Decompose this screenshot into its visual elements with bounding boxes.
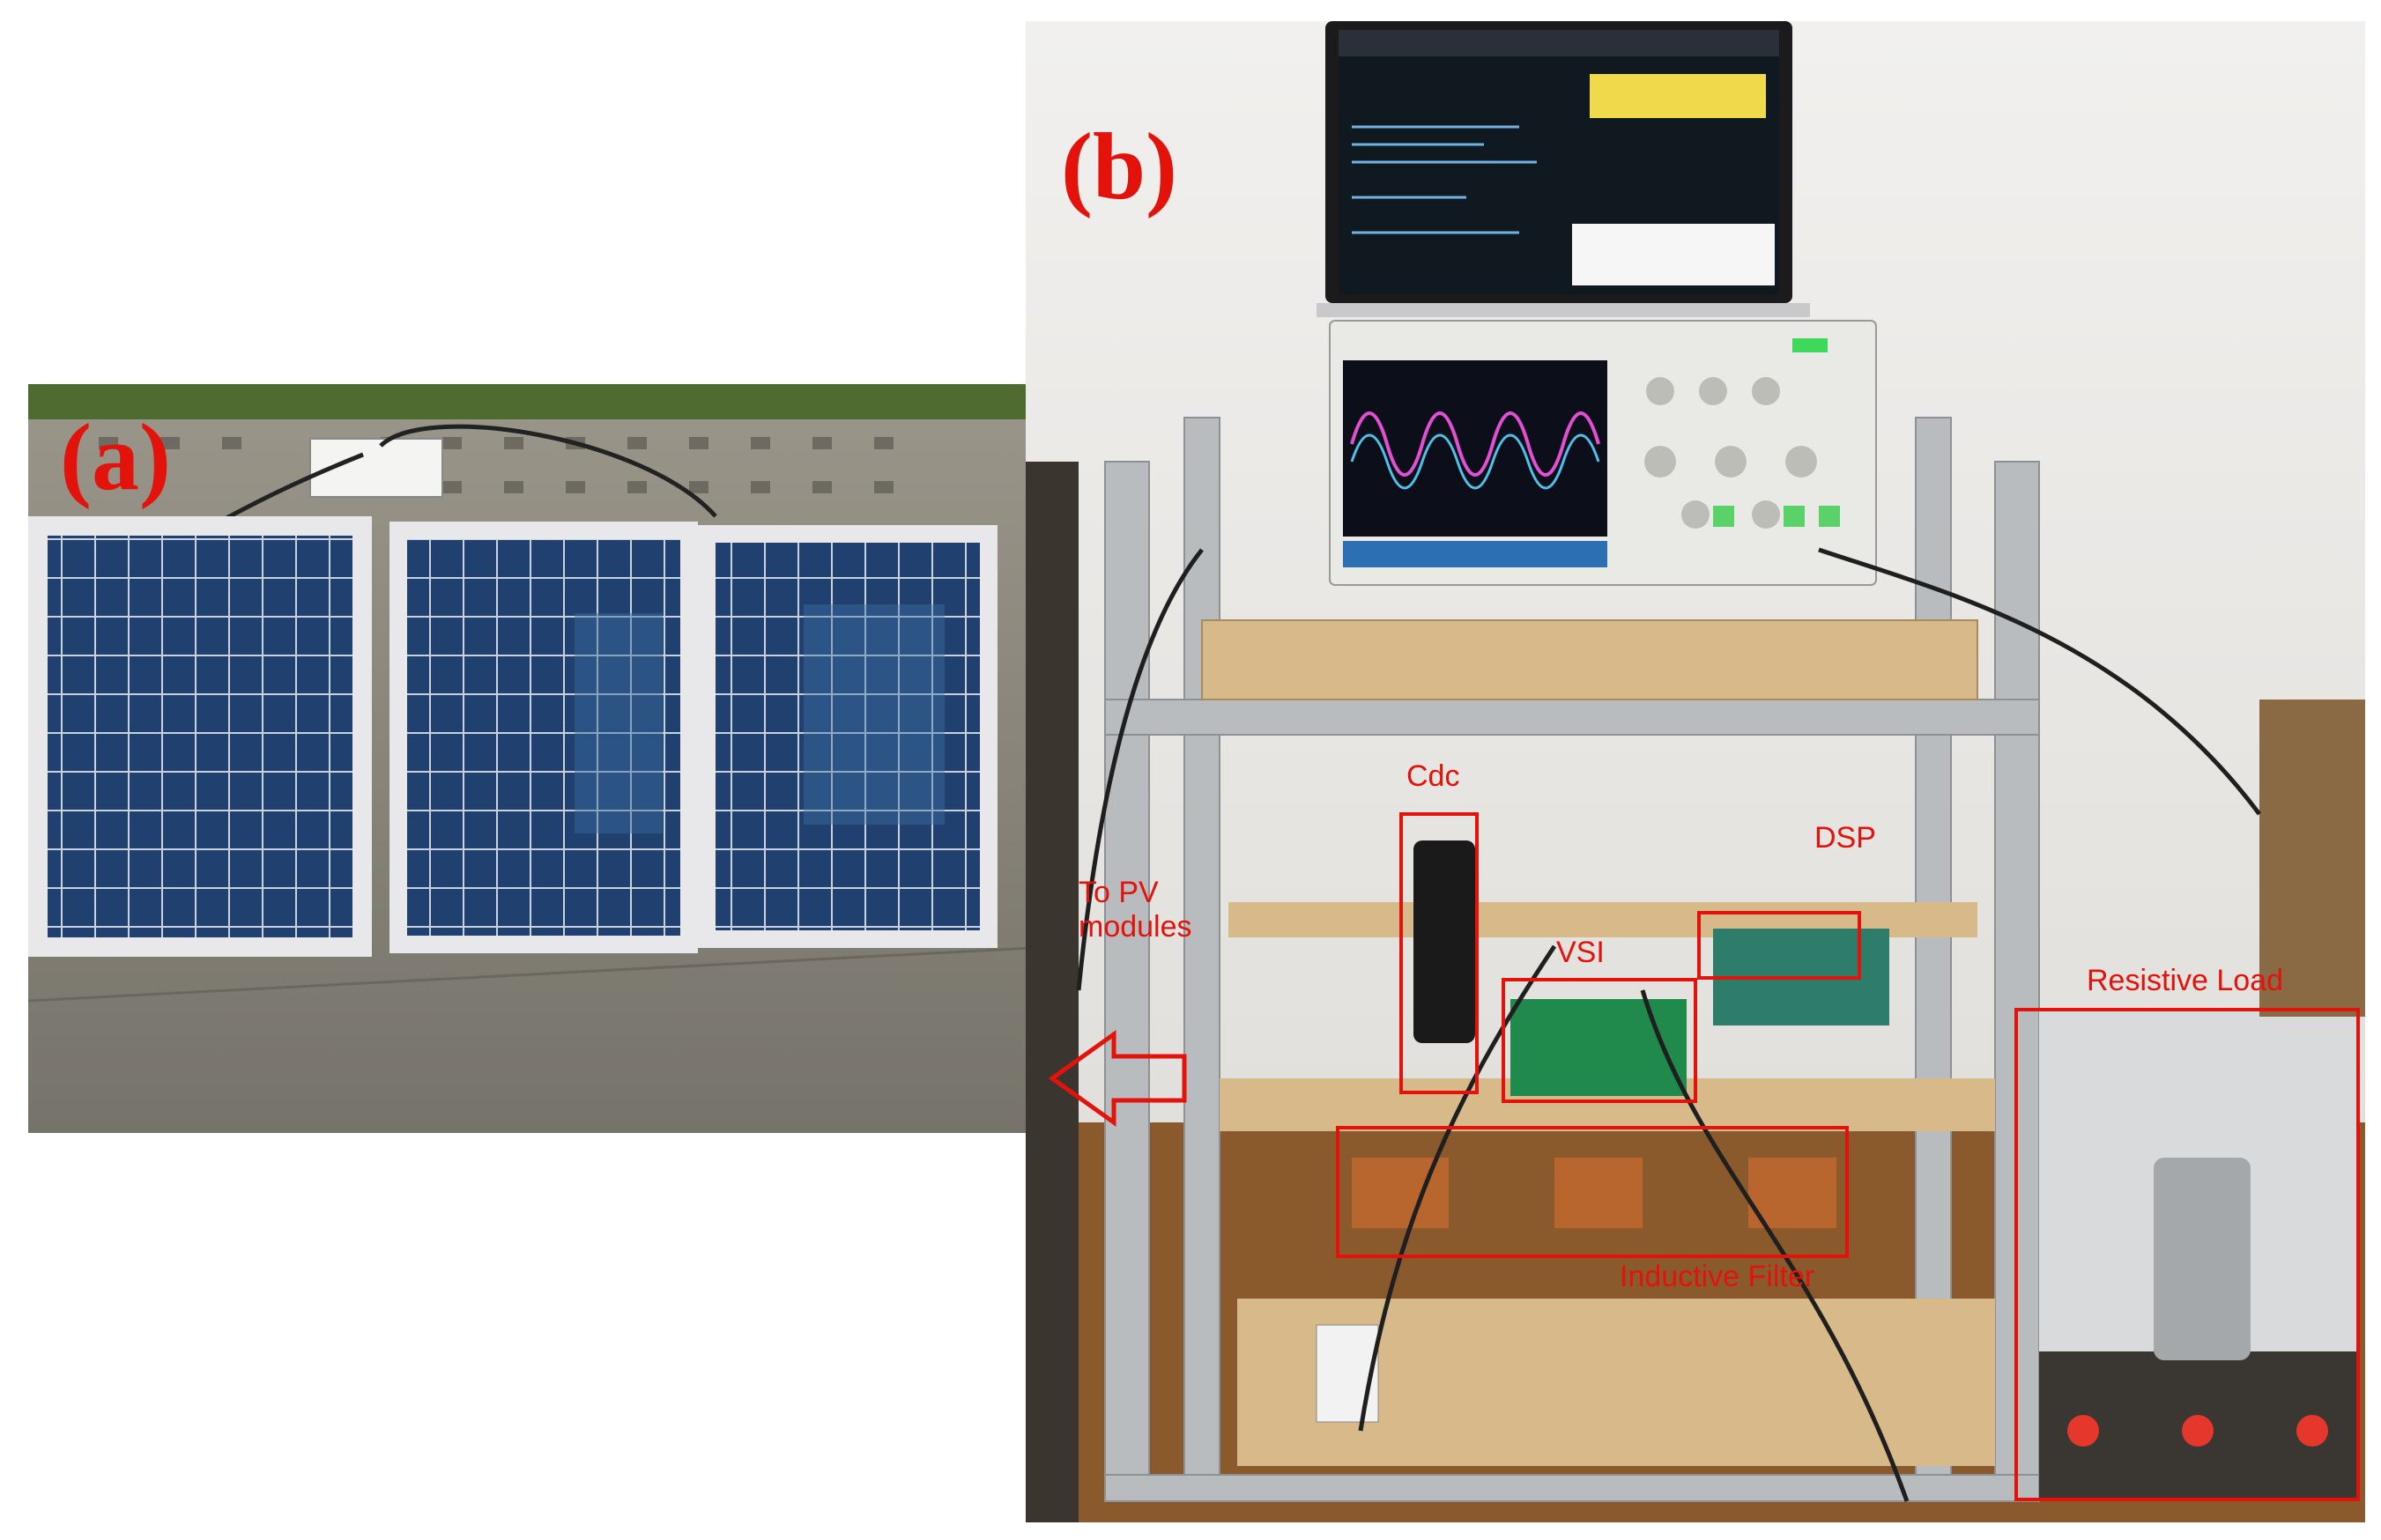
- photo-pv-modules: (a): [28, 384, 1033, 1133]
- test-bench-illustration: [1026, 21, 2365, 1522]
- pv-modules-illustration: [28, 384, 1033, 1133]
- pv-module: [698, 525, 998, 948]
- annotation-cdc: Cdc: [1406, 759, 1460, 793]
- panel-label-b: (b): [1061, 115, 1177, 219]
- photo-test-bench: (b) Cdc DSP VSI To PV modules Resistive …: [1026, 21, 2365, 1522]
- annotation-dsp: DSP: [1814, 821, 1876, 855]
- highlight-box-vsi: [1502, 978, 1697, 1103]
- panel-label-a: (a): [60, 405, 171, 510]
- inductors: [1352, 1158, 1836, 1228]
- annotation-vsi: VSI: [1556, 936, 1605, 969]
- breaker: [1316, 1324, 1379, 1423]
- oscilloscope: [1329, 320, 1877, 586]
- resistive-load: [2039, 1008, 2356, 1501]
- cables: [1076, 547, 2261, 1502]
- annotation-resistive-load: Resistive Load: [2087, 964, 2284, 997]
- highlight-box-resistive-load: [2014, 1008, 2360, 1501]
- left-cabinet: [1026, 462, 1079, 1522]
- annotation-to-pv-modules: To PV modules: [1079, 876, 1192, 944]
- cardboard-box: [2259, 700, 2365, 1017]
- highlight-box-inductive-filter: [1336, 1126, 1849, 1258]
- annotation-inductive-filter: Inductive Filter: [1620, 1260, 1815, 1293]
- highlight-box-cdc: [1399, 812, 1479, 1094]
- pv-module: [389, 522, 698, 953]
- shelf: [1201, 619, 1978, 700]
- capacitor: [1413, 840, 1475, 1043]
- laptop: [1317, 21, 1810, 317]
- arrow-icon: [1048, 1030, 1187, 1127]
- grass-strip: [28, 384, 1033, 419]
- cable: [379, 424, 717, 518]
- pv-module: [28, 516, 372, 957]
- vsi-board: [1510, 999, 1687, 1096]
- highlight-box-dsp: [1697, 911, 1861, 980]
- ground-crack: [28, 946, 1033, 1003]
